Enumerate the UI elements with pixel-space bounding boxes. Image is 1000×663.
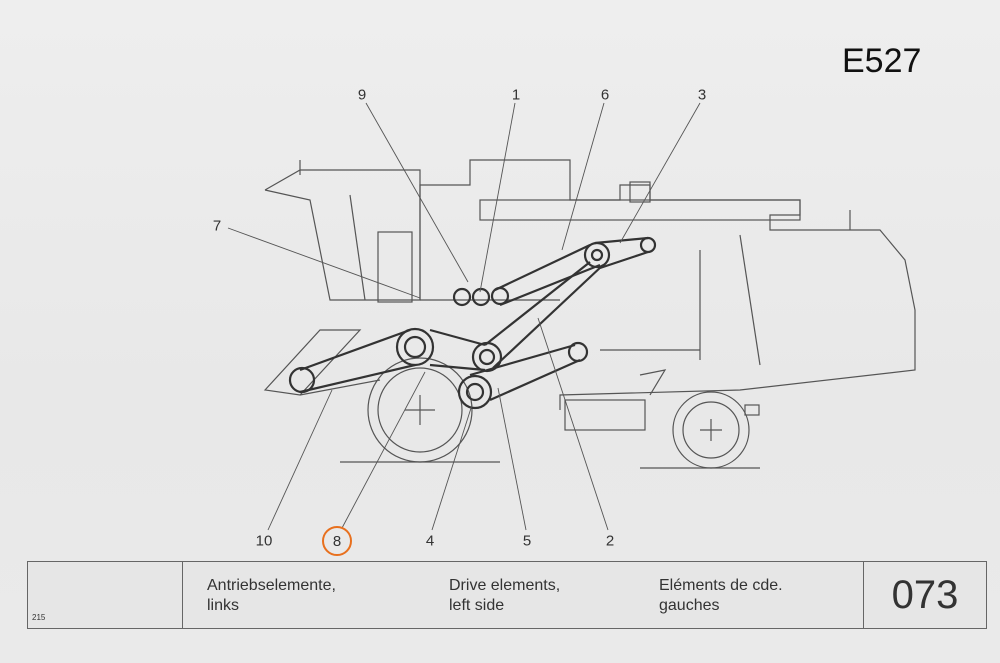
title-block-icon-cell: 215 [28,562,183,628]
rear-wheel [640,391,760,469]
drive-belts [288,236,657,410]
page-number: 073 [863,562,986,628]
document-code: E527 [842,42,922,80]
callout-5: 5 [522,532,532,550]
front-wheel [340,357,500,463]
callout-9: 9 [357,86,367,104]
german-line-1: Antriebselemente, [207,577,336,594]
callout-8-highlighted: 8 [322,526,352,556]
title-english: Drive elements, left side [449,562,659,628]
german-line-2: links [207,597,240,614]
callout-7: 7 [212,217,222,235]
feeder-header [263,329,381,396]
callout-6: 6 [600,86,610,104]
callout-4: 4 [425,532,435,550]
english-line-2: left side [449,597,505,614]
leader-lines [227,102,701,531]
title-german: Antriebselemente, links [183,562,449,628]
title-french: Eléments de cde. gauches [659,562,783,628]
title-block: 215 Antriebselemente, links Drive elemen… [27,561,987,629]
title-block-text: Antriebselemente, links Drive elements, … [183,562,863,628]
cab [264,160,421,303]
french-line-2: gauches [659,597,720,614]
machine-body [419,159,916,431]
callout-3: 3 [697,86,707,104]
callout-1: 1 [511,86,521,104]
sheet-number: 215 [32,613,46,622]
french-line-1: Eléments de cde. [659,577,783,594]
callout-2: 2 [605,532,615,550]
callout-10: 10 [255,532,273,550]
english-line-1: Drive elements, [449,577,561,594]
